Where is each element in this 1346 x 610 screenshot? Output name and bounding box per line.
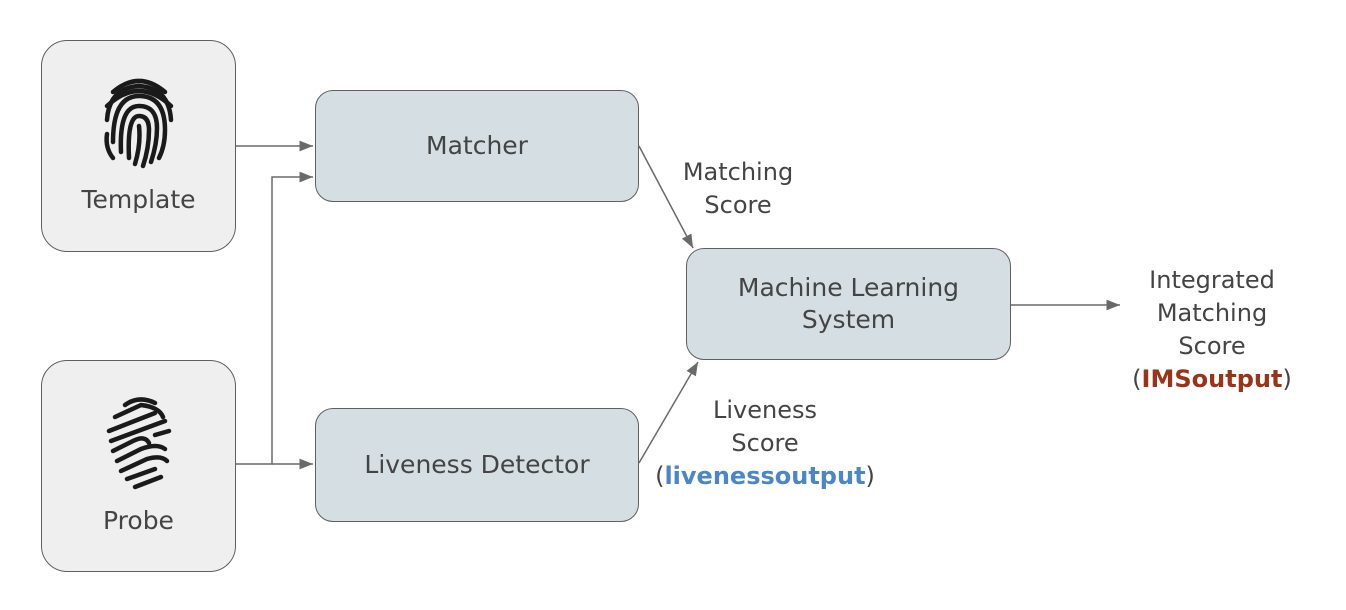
edge-liveness-to-ml bbox=[638, 361, 699, 464]
ml-system-node: Machine Learning System bbox=[686, 248, 1011, 360]
matcher-node: Matcher bbox=[315, 90, 639, 202]
liveness-score-label: Liveness Score (livenessoutput) bbox=[650, 394, 880, 493]
integrated-score-label: Integrated Matching Score (IMSoutput) bbox=[1122, 264, 1302, 396]
fingerprint-icon bbox=[99, 391, 179, 491]
probe-label: Probe bbox=[103, 506, 174, 535]
template-node: Template bbox=[41, 40, 236, 252]
matching-score-label: Matching Score bbox=[682, 158, 794, 219]
liveness-output-var: (livenessoutput) bbox=[655, 462, 875, 490]
ml-system-label-line1: Machine Learning bbox=[737, 273, 960, 302]
ims-output-var: (IMSoutput) bbox=[1132, 365, 1292, 393]
ml-system-label-line2: System bbox=[801, 305, 896, 334]
matcher-label: Matcher bbox=[426, 131, 528, 160]
liveness-detector-label: Liveness Detector bbox=[364, 450, 590, 479]
template-label: Template bbox=[81, 185, 196, 214]
edge-matcher-to-ml bbox=[638, 145, 694, 249]
liveness-detector-node: Liveness Detector bbox=[315, 408, 639, 522]
fingerprint-icon bbox=[99, 70, 179, 170]
edge-probe-to-matcher bbox=[236, 171, 313, 465]
probe-node: Probe bbox=[41, 360, 236, 572]
